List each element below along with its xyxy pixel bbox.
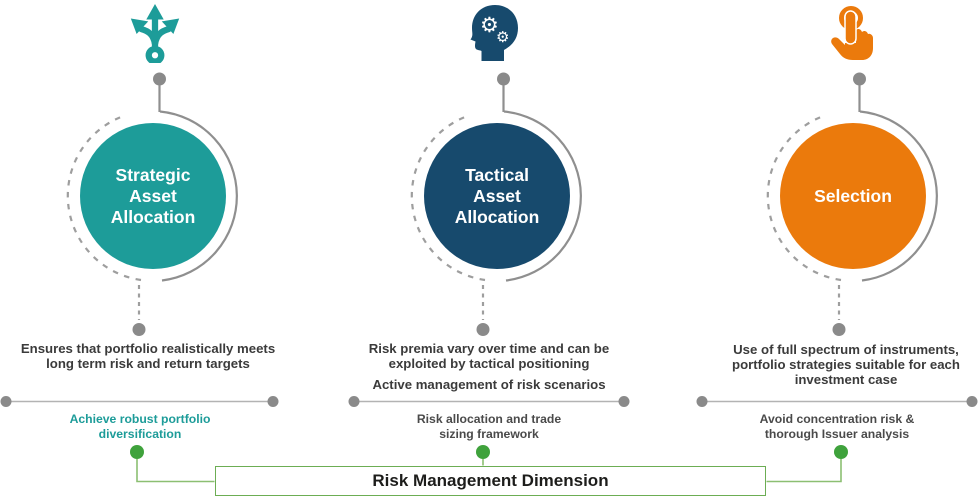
svg-text:⚙: ⚙ [496,28,509,46]
top-dot-1 [153,72,166,86]
head-gears-icon: ⚙ ⚙ [470,5,518,61]
highlight-tactical: Risk allocation and trade sizing framewo… [416,412,562,441]
ring-arc-solid-1 [159,110,238,282]
ring-arc-dashed-3 [766,114,842,282]
ring-arc-dashed-1 [66,114,142,282]
risk-management-dimension-box: Risk Management Dimension [215,466,766,496]
divider-dot-2-left [348,396,360,407]
highlight-strategic: Achieve robust portfolio diversification [69,412,211,441]
ring-arc-solid-2 [503,110,582,282]
branch-arrows-icon [130,3,180,63]
circle-strategic-asset-allocation: Strategic Asset Allocation [80,123,226,269]
divider-dot-1-right [267,396,279,407]
green-connector-3 [766,459,842,483]
divider-dot-3-left [696,396,708,407]
bottom-dot-3 [832,323,846,336]
green-connector-1 [136,459,215,483]
green-dot-2 [476,445,490,459]
description-selection: Use of full spectrum of instruments, por… [732,342,960,387]
description2-tactical: Active management of risk scenarios [372,377,606,392]
ring-arc-solid-3 [859,110,938,282]
risk-management-dimension-label: Risk Management Dimension [372,471,609,490]
divider-dot-1-left [0,396,12,407]
svg-text:⚙: ⚙ [480,13,499,37]
description-strategic: Ensures that portfolio realistically mee… [20,341,276,371]
top-dot-2 [497,72,510,86]
circle-tactical-asset-allocation: Tactical Asset Allocation [424,123,570,269]
click-hand-icon [831,6,873,60]
ring-arc-dashed-2 [410,114,486,282]
bottom-dot-1 [132,323,146,336]
description-tactical: Risk premia vary over time and can be ex… [368,341,610,371]
green-dot-3 [834,445,848,459]
top-dot-3 [853,72,866,86]
highlight-selection: Avoid concentration risk & thorough Issu… [759,412,915,441]
circle-selection: Selection [780,123,926,269]
green-dot-1 [130,445,144,459]
bottom-dot-2 [476,323,490,336]
divider-dot-3-right [966,396,978,407]
divider-dot-2-right [618,396,630,407]
